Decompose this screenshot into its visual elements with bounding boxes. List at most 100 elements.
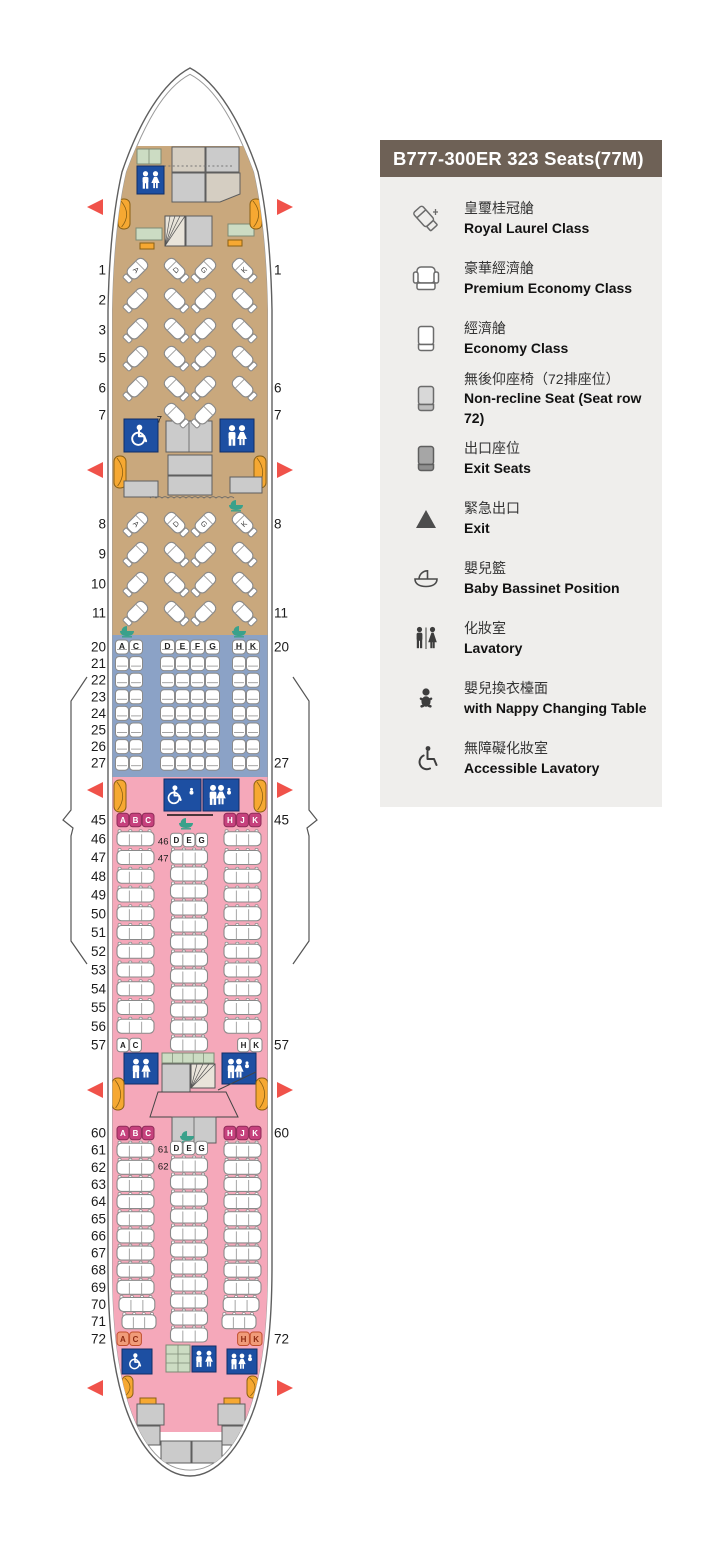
legend-label-zh: 經濟艙 xyxy=(464,320,506,337)
premium-economy-seat xyxy=(115,755,129,771)
premium-economy-seat xyxy=(175,722,190,738)
economy-seat-block xyxy=(116,904,155,922)
royal-laurel-seat xyxy=(122,345,149,372)
woman-leg xyxy=(156,182,158,189)
baby-body xyxy=(245,1064,249,1069)
woman-figure-icon xyxy=(143,1058,149,1065)
row-number-label: 20 xyxy=(91,640,106,655)
ottoman xyxy=(122,391,133,402)
seat-shape xyxy=(223,999,262,1016)
row-number-label: 23 xyxy=(91,689,106,704)
seat-cell xyxy=(141,812,155,828)
seat-shape xyxy=(115,656,129,672)
row-number-label: 9 xyxy=(98,547,106,562)
economy-seat-block xyxy=(169,1257,209,1275)
seat-shape xyxy=(246,755,260,771)
premium-economy-seat xyxy=(246,755,260,771)
mid2-lavatory xyxy=(123,1052,159,1085)
economy-seat-block xyxy=(118,1295,156,1313)
legend-item: 皇璽桂冠艙 Royal Laurel Class xyxy=(380,189,662,249)
economy-seat-block xyxy=(169,1223,209,1241)
door-curve xyxy=(256,781,264,811)
man-torso xyxy=(209,791,217,799)
seat-letter: E xyxy=(186,836,192,845)
legend-label-en: Accessible Lavatory xyxy=(464,760,600,776)
premium-economy-seat xyxy=(129,755,143,771)
premium-economy-seat xyxy=(232,705,246,721)
seat-shape xyxy=(223,831,262,847)
row-number-label: 47 xyxy=(158,854,169,865)
seat-shape xyxy=(169,1310,209,1326)
premium-economy-seat: E xyxy=(175,639,190,655)
seat-shape xyxy=(169,1019,209,1035)
premium-economy-seat xyxy=(232,755,246,771)
man-torso xyxy=(227,1065,235,1073)
royal-laurel-seat xyxy=(231,345,258,372)
seat-shape xyxy=(223,1194,262,1210)
economy-seat-block xyxy=(169,1291,209,1309)
row-number-label: 49 xyxy=(91,888,106,903)
royal-laurel-seat xyxy=(231,287,258,314)
premium-economy-seat xyxy=(190,672,205,688)
seat-shape xyxy=(116,999,155,1016)
ottoman xyxy=(122,361,133,372)
woman-dress xyxy=(234,1065,244,1072)
non-recline-seat-icon xyxy=(408,384,444,414)
seat-shape xyxy=(175,672,190,688)
economy-seat-block xyxy=(223,979,262,997)
economy-seat-block xyxy=(116,1243,155,1261)
seat-shape xyxy=(129,755,143,771)
premium-economy-seat xyxy=(115,739,129,755)
ottoman xyxy=(190,333,201,344)
accessible-lavatory-icon xyxy=(408,744,444,774)
man-torso xyxy=(132,1065,140,1073)
row-number-label: 27 xyxy=(274,756,289,771)
seat-shape xyxy=(169,1242,209,1258)
economy-seat-block xyxy=(223,1226,262,1244)
woman-leg xyxy=(242,1364,245,1369)
seat-shape xyxy=(115,755,129,771)
man-leg xyxy=(232,438,236,446)
ottoman xyxy=(247,587,258,598)
royal-laurel-seat xyxy=(163,317,190,344)
seat-shape xyxy=(160,739,175,755)
ottoman xyxy=(190,361,201,372)
stair-line xyxy=(190,1063,204,1089)
woman-leg xyxy=(206,1361,209,1367)
premium-economy-seat: G xyxy=(205,639,220,655)
woman-figure-icon xyxy=(206,1350,212,1356)
exit-arrow-right-icon xyxy=(277,462,293,478)
premium-economy-seat xyxy=(232,739,246,755)
royal-laurel-seat xyxy=(163,287,190,314)
legend-item: 嬰兒籃 Baby Bassinet Position xyxy=(380,549,662,609)
attendant-seat xyxy=(139,1397,157,1405)
premium-economy-seat xyxy=(160,656,175,672)
man-torso xyxy=(142,177,149,184)
seat-shape xyxy=(116,1279,155,1295)
row-number-label: 62 xyxy=(158,1162,169,1173)
tail-accessible-lavatory xyxy=(121,1348,153,1375)
seat-shape xyxy=(223,1142,262,1158)
door-shape xyxy=(253,779,267,813)
seat-shape xyxy=(169,1157,209,1173)
stair-line xyxy=(164,215,181,247)
seat-shape xyxy=(223,962,262,978)
lavatory-box xyxy=(191,1345,217,1373)
seat-shape xyxy=(129,739,143,755)
lavatory-box xyxy=(123,1052,159,1085)
lavatory-box xyxy=(136,165,165,195)
royal-laurel-seat: A xyxy=(122,511,149,538)
man-figure-icon xyxy=(231,1353,237,1359)
door-4-right-icon xyxy=(255,1077,268,1111)
seat-shape xyxy=(246,739,260,755)
economy-seat-block xyxy=(223,998,262,1016)
door-curve xyxy=(249,1377,256,1397)
row-number-label: 62 xyxy=(91,1160,106,1175)
seat-shape xyxy=(232,722,246,738)
economy-seat-block xyxy=(223,904,262,922)
royal-laurel-seat: A xyxy=(122,257,149,284)
mid1-accessible-lavatory xyxy=(123,418,159,453)
woman-leg xyxy=(239,438,242,446)
exit-triangle-icon xyxy=(408,504,444,534)
man-leg xyxy=(213,798,217,805)
